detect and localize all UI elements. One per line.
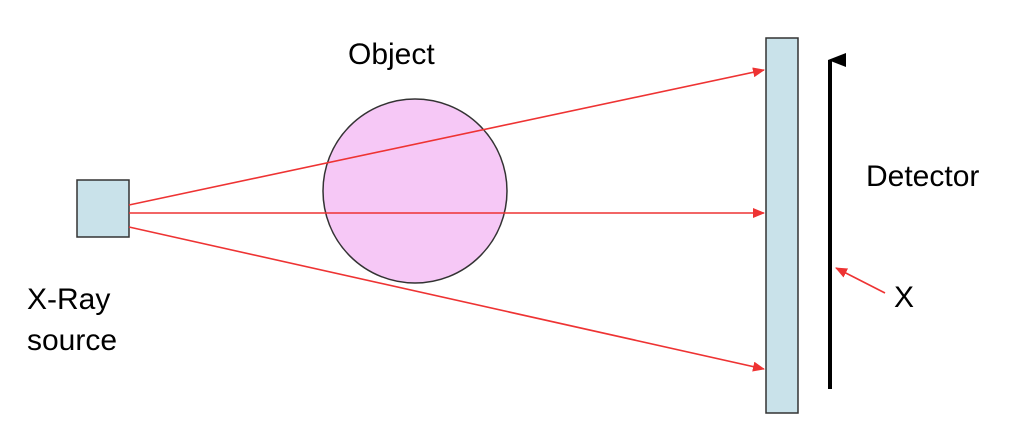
source-label-line2: source [27, 324, 118, 357]
x-axis-label: X [894, 281, 915, 314]
object-label: Object [348, 38, 435, 71]
object-circle [322, 98, 508, 284]
detector-label: Detector [866, 160, 980, 193]
x-pointer-arrow [835, 267, 886, 294]
xray-source-box [76, 179, 130, 238]
source-label-line1: X-Ray [27, 283, 111, 316]
detector-plate [765, 37, 799, 414]
ray-lower-arrow [128, 226, 765, 372]
ray-upper-arrow [128, 67, 765, 206]
